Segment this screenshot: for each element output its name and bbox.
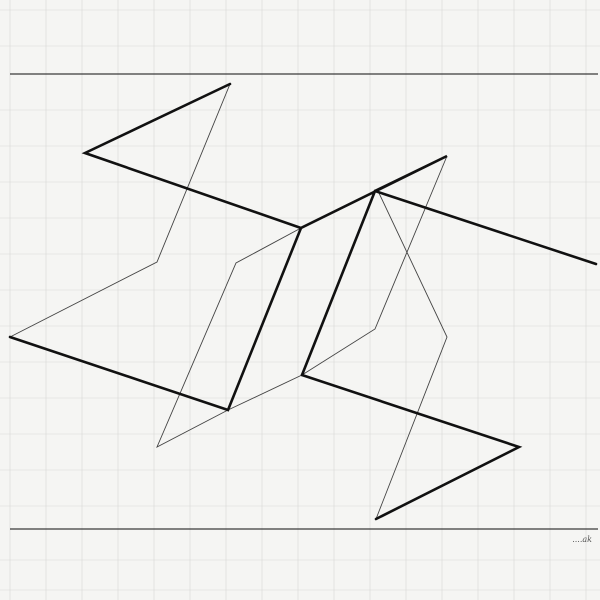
thin-line-bottom-connector	[227, 374, 303, 411]
bold-line-left-lower	[8, 154, 448, 412]
signature: ....ak	[572, 535, 592, 544]
thin-line-right-zigzag	[375, 190, 448, 520]
thin-lines	[9, 83, 448, 520]
bold-line-left-chevron	[81, 82, 303, 230]
bold-line-right-upper	[373, 189, 598, 266]
bold-line-right-lower	[300, 373, 523, 521]
thin-line-left-zigzag	[9, 83, 231, 338]
bold-lines	[8, 82, 598, 521]
thin-line-left-front	[156, 227, 302, 448]
thin-line-right-back	[301, 155, 448, 376]
